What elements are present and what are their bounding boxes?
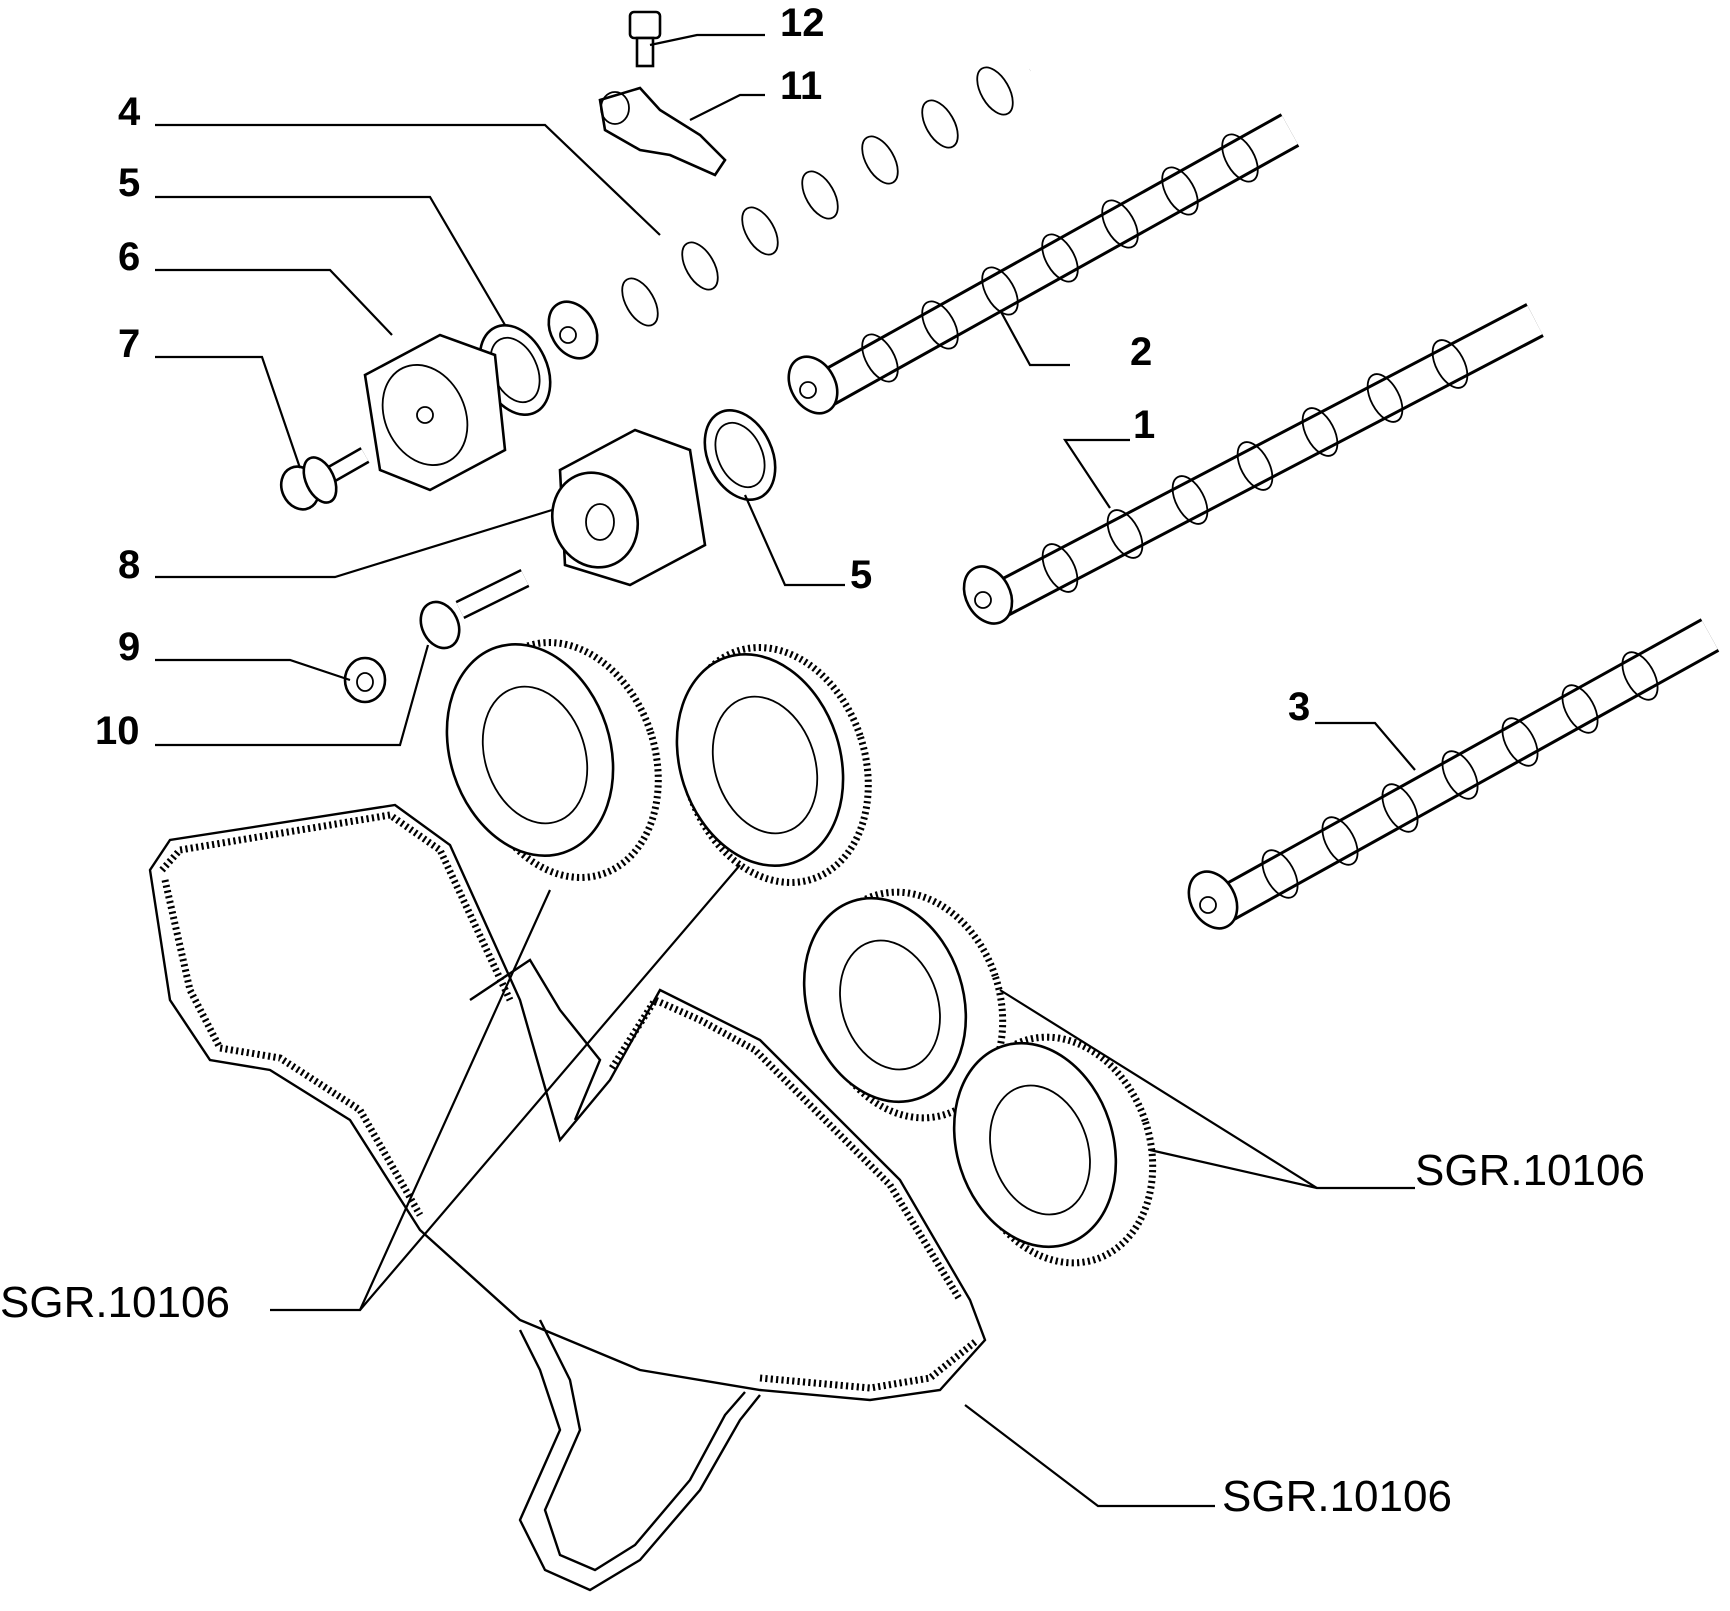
camshaft-4-icon [547, 56, 1039, 360]
callout-10: 10 [95, 709, 140, 753]
seal-ring-icon [703, 409, 777, 501]
callout-8: 8 [118, 543, 141, 587]
bolt-icon [419, 569, 530, 650]
plug-icon [343, 656, 387, 704]
callout-5-bottom: 5 [850, 553, 873, 597]
sensor-icon [598, 86, 727, 177]
variator-icon [363, 333, 507, 492]
pulley-icon [802, 888, 1007, 1122]
reference-label-bottom: SGR.10106 [1222, 1472, 1452, 1521]
variator-icon [550, 428, 707, 587]
callout-11: 11 [780, 64, 823, 108]
callout-7: 7 [118, 322, 141, 366]
reference-label-left: SGR.10106 [0, 1278, 230, 1327]
screw-icon [628, 10, 662, 68]
callout-9: 9 [118, 625, 141, 669]
reference-label-right: SGR.10106 [1415, 1146, 1645, 1195]
callout-1: 1 [1133, 403, 1156, 447]
callout-6: 6 [118, 235, 141, 279]
pulley-icon [445, 639, 662, 881]
camshaft-1-icon [962, 303, 1544, 625]
callout-4: 4 [118, 90, 141, 134]
leader-lines [155, 33, 1416, 1508]
camshaft-2-icon [787, 113, 1300, 415]
camshaft-3-icon [1187, 618, 1720, 930]
callout-3: 3 [1288, 685, 1311, 729]
pulley-icon [675, 644, 872, 886]
callout-5-top: 5 [118, 161, 141, 205]
bolt-icon [279, 447, 370, 511]
pulley-icon [952, 1033, 1157, 1267]
timing-belt-icon [148, 803, 987, 1592]
callout-2: 2 [1130, 330, 1153, 374]
callout-12: 12 [780, 1, 825, 45]
